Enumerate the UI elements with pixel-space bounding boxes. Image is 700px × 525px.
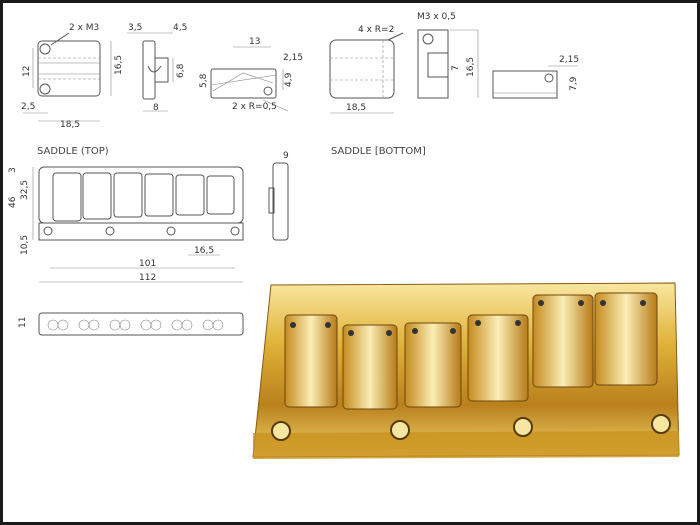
dim-label: 3,5 [128,23,142,33]
dim-label: 9 [283,151,289,161]
dim-label: 6,8 [176,63,186,78]
saddle-side-view [127,32,174,112]
dim-label: 13 [249,37,260,47]
dim-label: 4 x R=2 [358,25,394,35]
dim-label: 32,5 [20,180,30,200]
dim-label: M3 x 0,5 [417,12,456,22]
drawing-canvas: SADDLE (TOP) SADDLE [BOTTOM] 2 x M3 3,5 … [8,12,680,459]
dim-label: 8 [153,103,159,113]
dim-label: 11 [18,317,28,328]
dim-label: 2 x M3 [69,23,99,33]
dim-label: 112 [139,273,156,283]
dim-label: 3 [8,167,18,173]
dim-label: 16,5 [194,246,214,256]
dim-label: 5,8 [199,73,209,88]
dim-label: 10,5 [20,235,30,255]
m3-hole [39,83,51,95]
dim-label: 2,5 [21,102,35,112]
saddle-top-title: SADDLE (TOP) [37,146,109,157]
m3-hole [39,43,51,55]
bridge-front-drawing [32,162,289,336]
dim-label: 4,5 [173,23,187,33]
saddle-bottom-title: SADDLE [BOTTOM] [331,146,426,157]
dim-label: 46 [8,196,18,208]
dim-label: 12 [22,66,32,77]
dim-label: 101 [139,259,156,269]
dim-label: 16,5 [466,57,476,77]
dim-label: 4,9 [284,72,294,87]
dim-label: 18,5 [60,120,80,130]
saddle-end-view [210,46,289,112]
bridge-photo [252,282,680,459]
dim-label: 7,9 [569,76,579,91]
dim-label: 18,5 [346,103,366,113]
dim-label: 2,15 [283,53,303,63]
saddle-top-view [23,32,112,122]
dim-label: 2 x R=0,5 [232,102,277,112]
dim-label: 16,5 [114,55,124,75]
dim-label: 7 [451,65,461,71]
saddle-bottom-view [329,29,578,114]
dim-label: 2,15 [559,55,579,65]
